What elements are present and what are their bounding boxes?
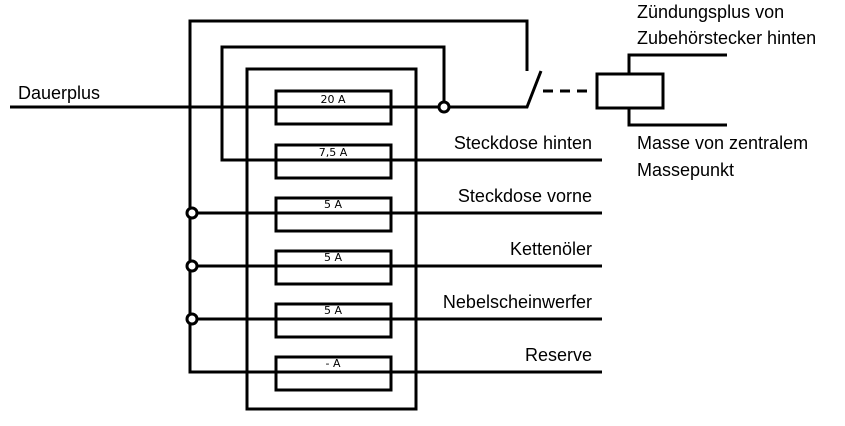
fuse-rating: 7,5 A xyxy=(319,146,348,159)
relay-plus-wire xyxy=(627,53,727,74)
fuse-rating: 5 A xyxy=(324,304,342,317)
zuendungsplus-label-2: Zubehörstecker hinten xyxy=(637,28,816,48)
fuse-rating: 20 A xyxy=(320,93,345,106)
circuit-label: Kettenöler xyxy=(510,239,592,259)
relay-coil xyxy=(595,72,665,110)
zuendungsplus-label-1: Zündungsplus von xyxy=(637,2,784,22)
dauerplus-label: Dauerplus xyxy=(18,83,100,103)
circuit-label: Nebelscheinwerfer xyxy=(443,292,592,312)
fuse-rating: - A xyxy=(326,357,341,370)
relay-ground-wire xyxy=(627,108,727,127)
junction-dot xyxy=(185,312,199,326)
junction-dot xyxy=(437,100,451,114)
circuit-label: Steckdose vorne xyxy=(458,186,592,206)
masse-label-1: Masse von zentralem xyxy=(637,133,808,153)
steckdose-hinten-wire xyxy=(220,45,602,162)
circuit-label: Steckdose hinten xyxy=(454,133,592,153)
junction-dot xyxy=(185,259,199,273)
fuse-box xyxy=(245,67,418,411)
switched-bus-wire xyxy=(188,19,602,374)
circuit-label: Reserve xyxy=(525,345,592,365)
dauerplus-wire xyxy=(10,70,543,109)
fuse-rating: 5 A xyxy=(324,251,342,264)
masse-label-2: Massepunkt xyxy=(637,160,734,180)
fuse-rating: 5 A xyxy=(324,198,342,211)
junction-dot xyxy=(185,206,199,220)
